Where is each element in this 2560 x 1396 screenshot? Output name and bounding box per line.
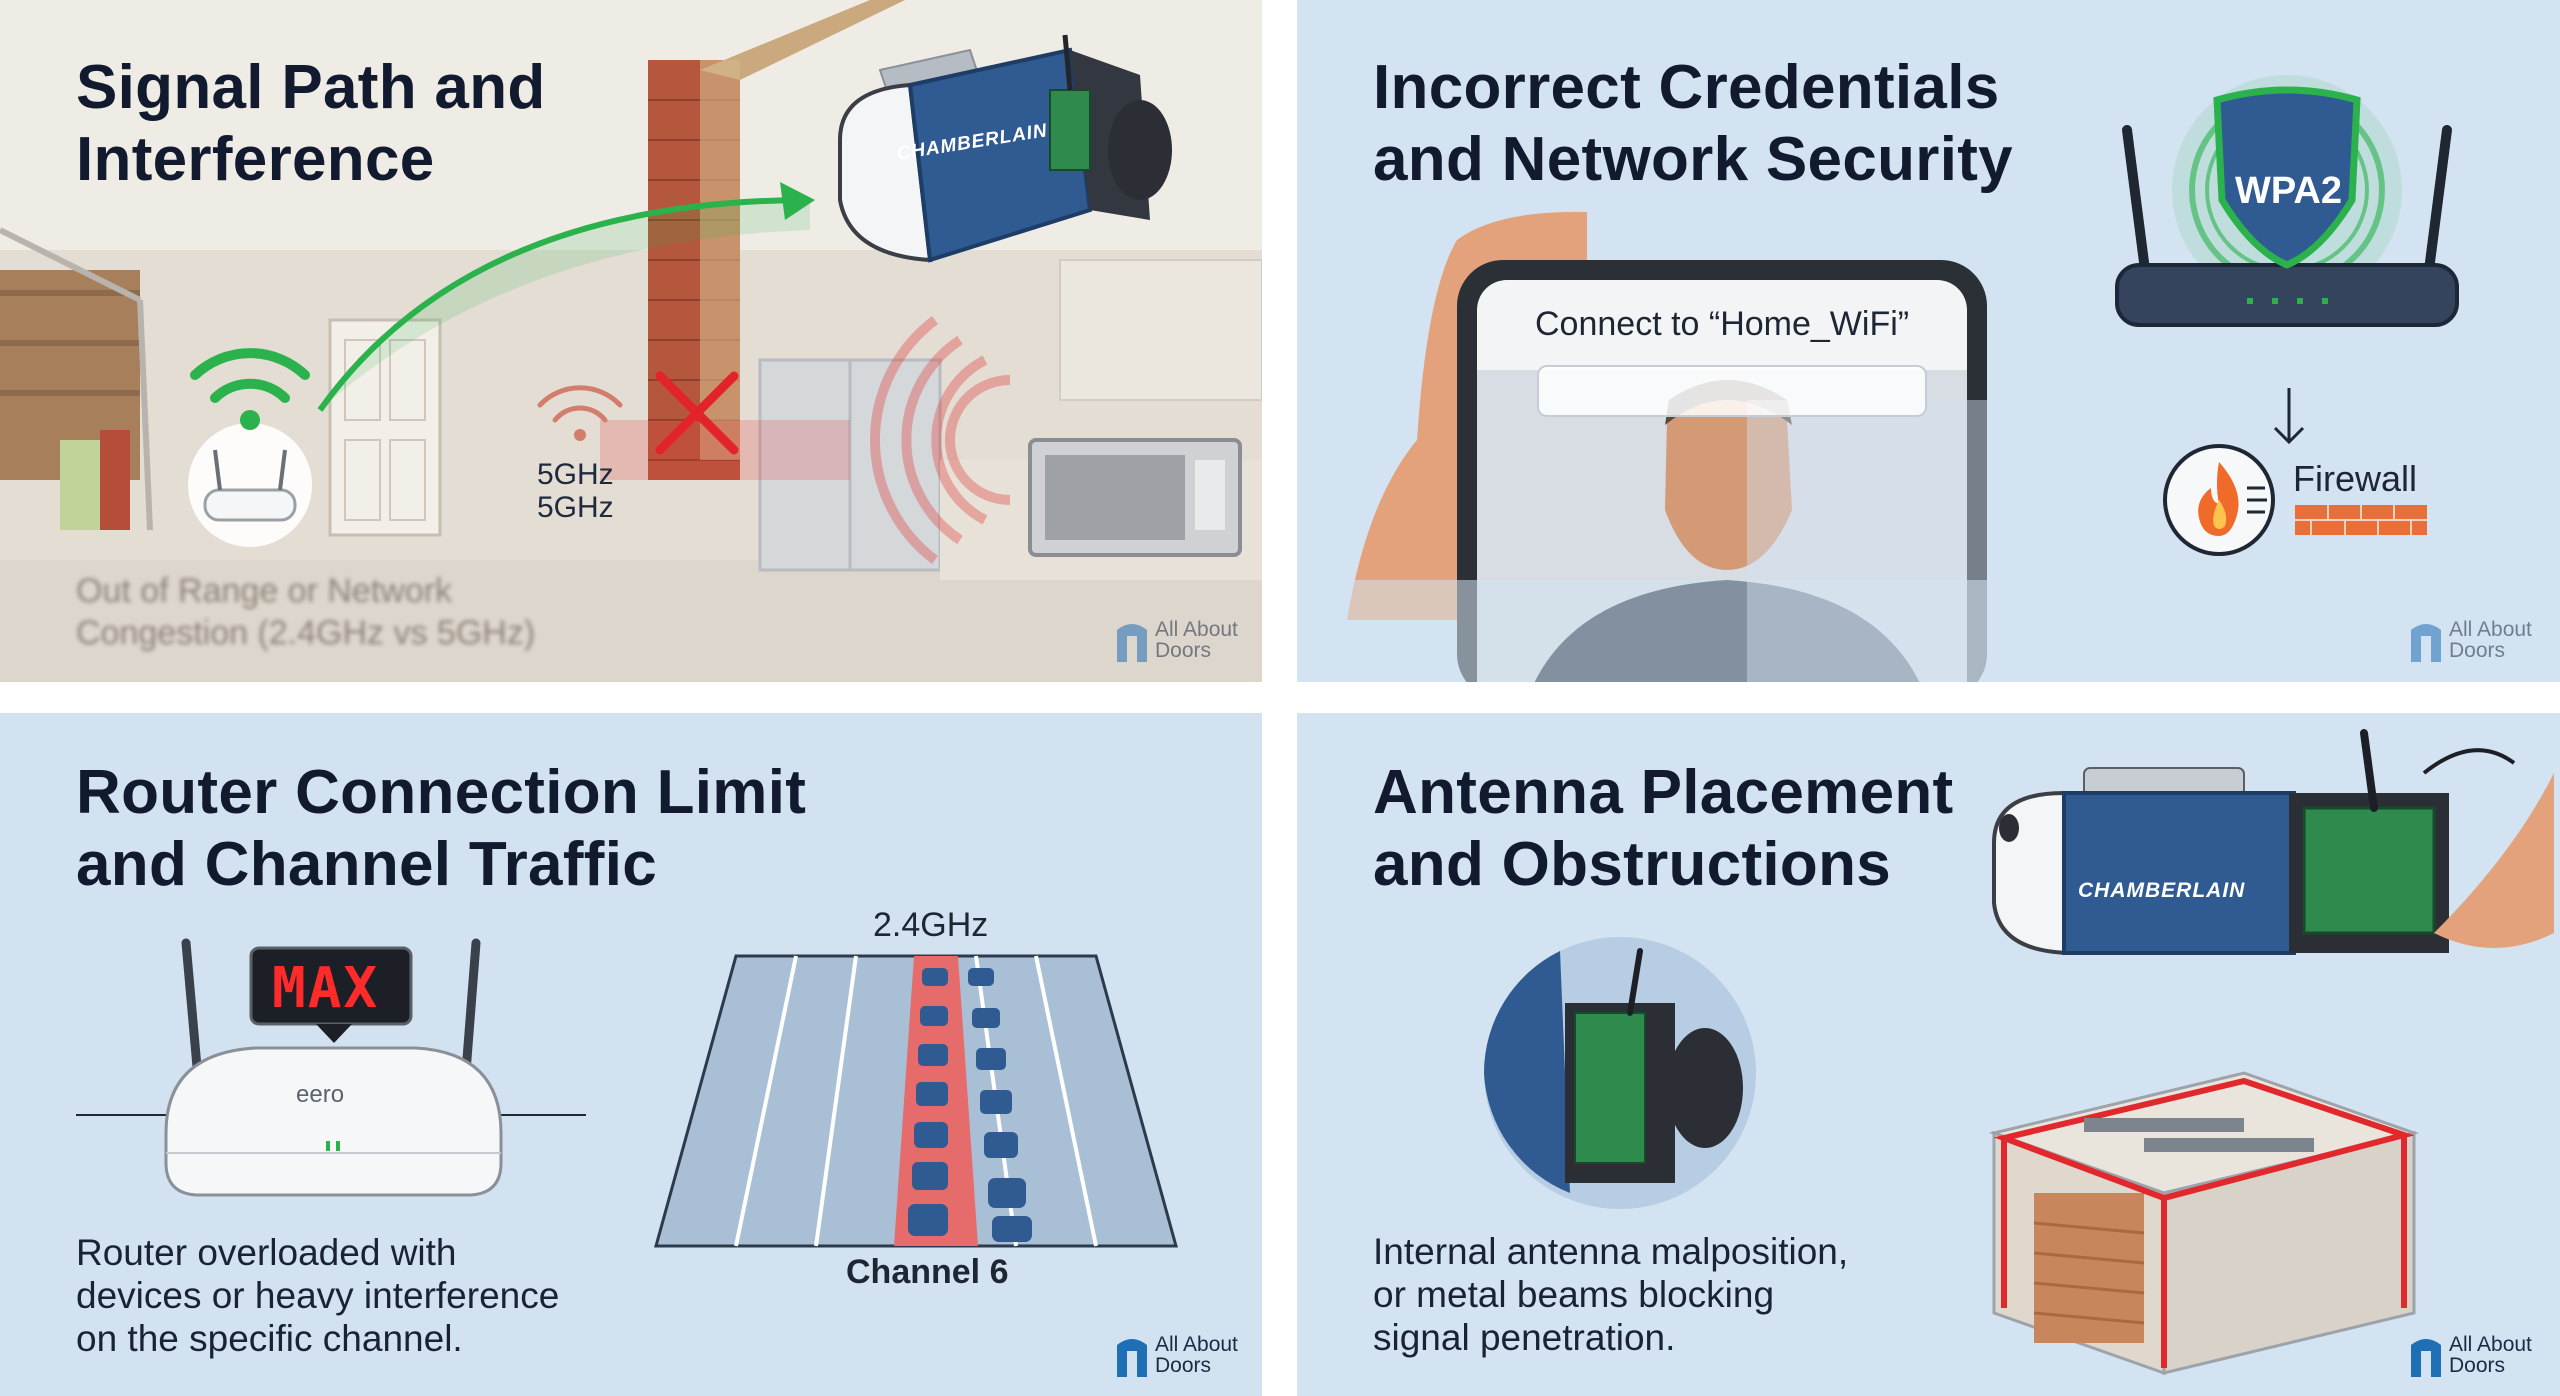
phone-and-person-illustration — [1347, 211, 2107, 682]
firewall-icon — [2163, 444, 2275, 556]
panel-title-line1: Signal Path and — [76, 53, 546, 122]
phone-prompt: Connect to “Home_WiFi” — [1535, 305, 1910, 343]
eero-router-illustration — [76, 938, 586, 1197]
door-logo-icon — [1117, 624, 1147, 662]
panel-title-line2: Interference — [76, 125, 435, 194]
garage-opener-illustration — [838, 34, 1172, 263]
blurred-caption-line2: Congestion (2.4GHz vs 5GHz) — [76, 614, 536, 652]
password-input[interactable] — [1537, 365, 1927, 417]
down-arrow-icon — [2273, 388, 2305, 445]
logo-text-line1: All About — [2449, 1333, 2532, 1356]
max-display-label: MAX — [272, 956, 380, 1021]
blurred-caption-line1: Out of Range or Network — [76, 572, 453, 610]
router-wpa2-illustration — [2115, 75, 2459, 327]
logo-text-line2: Doors — [1155, 1354, 1212, 1377]
caption-line1: Router overloaded with — [76, 1232, 457, 1273]
logo-text-line2: Doors — [1155, 639, 1212, 662]
brand-logo: All About Doors — [2409, 1333, 2532, 1377]
router-icon — [188, 348, 312, 547]
brick-wall-icon — [2295, 505, 2427, 535]
door-logo-icon — [2411, 1339, 2441, 1377]
blocked-x-icon — [655, 371, 739, 455]
logo-text-line1: All About — [1155, 618, 1238, 641]
panel-signal-path: 5GHz 5GHz CHAMBERLAIN Signal Path and In… — [0, 0, 1262, 682]
caption-line1: Internal antenna malposition, — [1373, 1231, 1849, 1272]
brand-logo: All About Doors — [1115, 618, 1238, 662]
panel-title-line2: and Channel Traffic — [76, 830, 658, 899]
signal-path-arrow — [317, 182, 815, 412]
caption-line2: or metal beams blocking — [1373, 1274, 1775, 1315]
panel-title-line2: and Network Security — [1373, 125, 2013, 194]
brand-logo: All About Doors — [2409, 618, 2532, 662]
panel-title-line1: Router Connection Limit — [76, 758, 807, 827]
panel-title-line2: and Obstructions — [1373, 830, 1892, 899]
caption-line3: signal penetration. — [1373, 1317, 1676, 1358]
brand-logo: All About Doors — [1115, 1333, 1238, 1377]
panel-title-line1: Incorrect Credentials — [1373, 53, 2000, 122]
wpa2-shield-label: WPA2 — [2235, 170, 2342, 212]
logo-text-line2: Doors — [2449, 639, 2506, 662]
panel-title-line1: Antenna Placement — [1373, 758, 1954, 827]
channel-label: Channel 6 — [846, 1253, 1009, 1291]
logo-text-line2: Doors — [2449, 1354, 2506, 1377]
band-label: 2.4GHz — [873, 906, 989, 944]
door-logo-icon — [1117, 1339, 1147, 1377]
panel-router-limit: Router Connection Limit and Channel Traf… — [0, 713, 1262, 1396]
frequency-label-2: 5GHz — [537, 491, 614, 524]
opener-brand-label: CHAMBERLAIN — [2078, 879, 2246, 902]
logo-text-line1: All About — [2449, 618, 2532, 641]
router-brand-label: eero — [296, 1081, 345, 1108]
firewall-label: Firewall — [2293, 458, 2418, 499]
antenna-closeup-illustration — [1484, 937, 1756, 1209]
panel-credentials-security: Connect to “Home_WiFi” WPA2 Firewall Inc… — [1297, 0, 2560, 682]
faint-wifi-icon — [537, 385, 623, 441]
frequency-label-1: 5GHz — [537, 458, 614, 491]
garage-opener-illustration — [1992, 729, 2554, 956]
door-logo-icon — [2411, 624, 2441, 662]
caption-line2: devices or heavy interference — [76, 1275, 560, 1316]
caption-line3: on the specific channel. — [76, 1318, 463, 1359]
logo-text-line1: All About — [1155, 1333, 1238, 1356]
panel-antenna-placement: Antenna Placement and Obstructions CHAMB… — [1297, 713, 2560, 1396]
channel-traffic-lanes — [654, 954, 1178, 1248]
garage-frame-illustration — [1988, 1071, 2420, 1376]
